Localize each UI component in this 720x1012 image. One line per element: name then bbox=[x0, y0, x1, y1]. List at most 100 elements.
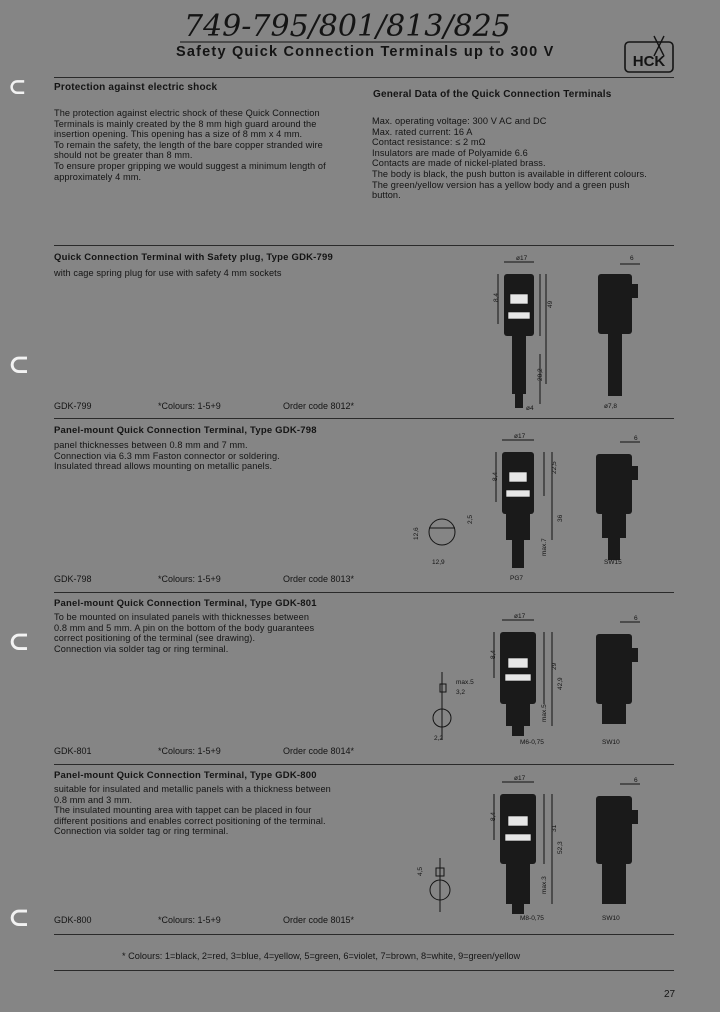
text-line: The protection against electric shock of… bbox=[54, 108, 320, 118]
text-line: Contacts are made of nickel-plated brass… bbox=[372, 158, 546, 169]
text-line: Connection via 6.3 mm Faston connector o… bbox=[54, 450, 280, 461]
dimension-label: 31 bbox=[551, 824, 558, 832]
colour-legend-footnote: * Colours: 1=black, 2=red, 3=blue, 4=yel… bbox=[122, 951, 521, 961]
order-code: Order code 8013* bbox=[283, 574, 355, 584]
dimension-label: 12,9 bbox=[432, 559, 445, 566]
colour-note: *Colours: 1-5+9 bbox=[158, 401, 221, 411]
dimension-label: 22,5 bbox=[551, 461, 558, 474]
text-line: button. bbox=[372, 190, 401, 201]
gdk-799-side-drawing: 6 ø7,8 bbox=[598, 255, 640, 410]
dimension-label: SW15 bbox=[604, 559, 622, 566]
text-line: Connection via solder tag or ring termin… bbox=[54, 826, 229, 837]
order-code: Order code 8015* bbox=[283, 915, 355, 925]
dimension-label: PG7 bbox=[510, 575, 523, 582]
text-line: The body is black, the push button is av… bbox=[372, 168, 647, 179]
divider bbox=[54, 245, 674, 246]
text-line: The insulated mounting area with tappet … bbox=[54, 805, 312, 816]
gdk-798-front-drawing: ø17 8,4 22,5 36 max.7 PG7 bbox=[492, 433, 564, 582]
dimension-label: 6 bbox=[634, 435, 638, 442]
text-line: Max. operating voltage: 300 V AC and DC bbox=[372, 116, 547, 126]
dimension-label: SW10 bbox=[602, 739, 620, 746]
text-line: To ensure proper gripping we would sugge… bbox=[54, 160, 326, 171]
text-line: Insulators are made of Polyamide 6.6 bbox=[372, 147, 528, 158]
text-line: different positions and enables correct … bbox=[54, 815, 326, 826]
product-description: panel thicknesses between 0.8 mm and 7 m… bbox=[54, 440, 280, 472]
product-heading: Quick Connection Terminal with Safety pl… bbox=[54, 252, 333, 263]
dimension-label: max.3 bbox=[541, 876, 548, 894]
dimension-label: max.5 bbox=[541, 704, 548, 722]
dimension-label: 6 bbox=[634, 615, 638, 622]
margin-bracket-mark: ⊂ bbox=[8, 74, 27, 100]
general-data-heading: General Data of the Quick Connection Ter… bbox=[373, 89, 612, 100]
dimension-label: ø4 bbox=[526, 405, 534, 412]
dimension-label: 2,2 bbox=[434, 735, 443, 742]
dimension-label: 52,3 bbox=[557, 841, 564, 854]
text-line: correct positioning of the terminal (see… bbox=[54, 633, 256, 644]
text-line: with cage spring plug for use with safet… bbox=[54, 268, 282, 278]
handwritten-part-codes: 749-795/801/813/825 bbox=[180, 9, 510, 44]
text-line: suitable for insulated and metallic pane… bbox=[54, 784, 331, 794]
divider bbox=[54, 970, 674, 971]
hck-logo: HCK bbox=[622, 34, 676, 74]
shock-protection-text: The protection against electric shock of… bbox=[54, 108, 326, 182]
order-code: Order code 8014* bbox=[283, 746, 355, 756]
page-number: 27 bbox=[664, 989, 676, 1000]
text-line: To remain the safety, the length of the … bbox=[54, 139, 323, 150]
dimension-label: ø17 bbox=[516, 255, 528, 262]
dimension-label: ø7,8 bbox=[604, 403, 617, 410]
dimension-label: M8-0,75 bbox=[520, 915, 544, 922]
product-description: suitable for insulated and metallic pane… bbox=[54, 784, 331, 837]
divider bbox=[54, 77, 674, 78]
dimension-label: 36 bbox=[557, 514, 564, 522]
dimension-label: 20,2 bbox=[537, 368, 544, 381]
general-data-text: Max. operating voltage: 300 V AC and DC … bbox=[372, 116, 647, 201]
gdk-800-side-drawing: 6 SW10 bbox=[596, 777, 640, 922]
dimension-label: 6 bbox=[630, 255, 634, 262]
gdk-801-side-drawing: 6 SW10 bbox=[596, 615, 640, 746]
svg-text:HCK: HCK bbox=[633, 53, 666, 70]
model-code: GDK-801 bbox=[54, 746, 92, 756]
page-title: Safety Quick Connection Terminals up to … bbox=[176, 44, 555, 60]
margin-bracket-mark: ⊂ bbox=[8, 903, 30, 933]
shock-protection-heading: Protection against electric shock bbox=[54, 82, 218, 93]
divider bbox=[54, 764, 674, 765]
text-line: should not be greater than 8 mm. bbox=[54, 150, 193, 161]
text-line: 0.8 mm and 3 mm. bbox=[54, 794, 133, 805]
dimension-label: 8,4 bbox=[493, 293, 500, 302]
text-line: Max. rated current: 16 A bbox=[372, 126, 473, 137]
text-line: The green/yellow version has a yellow bo… bbox=[372, 179, 630, 190]
dimension-label: M6-0,75 bbox=[520, 739, 544, 746]
colour-note: *Colours: 1-5+9 bbox=[158, 746, 221, 756]
divider bbox=[54, 934, 674, 935]
text-line: Terminals is mainly created by the 8 mm … bbox=[54, 118, 317, 129]
gdk-801-cutout-drawing: max.5 3,2 2,2 bbox=[432, 672, 474, 742]
product-heading: Panel-mount Quick Connection Terminal, T… bbox=[54, 598, 317, 609]
text-line: 0.8 mm and 5 mm. A pin on the bottom of … bbox=[54, 622, 315, 633]
text-line: Contact resistance: ≤ 2 mΩ bbox=[372, 137, 486, 148]
product-description: To be mounted on insulated panels with t… bbox=[54, 612, 314, 654]
dimension-label: max.7 bbox=[541, 538, 548, 556]
model-code: GDK-798 bbox=[54, 574, 92, 584]
gdk-801-front-drawing: ø17 8,4 29 42,9 max.5 M6-0,75 bbox=[490, 613, 564, 746]
dimension-label: 8,4 bbox=[490, 650, 497, 659]
order-code: Order code 8012* bbox=[283, 401, 355, 411]
text-line: Connection via solder tag or ring termin… bbox=[54, 643, 229, 654]
text-line: panel thicknesses between 0.8 mm and 7 m… bbox=[54, 440, 248, 450]
dimension-label: 49 bbox=[547, 300, 554, 308]
dimension-label: 8,4 bbox=[492, 472, 499, 481]
dimension-label: ø17 bbox=[514, 775, 526, 782]
dimension-label: ø17 bbox=[514, 613, 526, 620]
colour-note: *Colours: 1-5+9 bbox=[158, 574, 221, 584]
model-code: GDK-800 bbox=[54, 915, 92, 925]
gdk-800-cutout-drawing: 4,5 bbox=[417, 858, 451, 912]
dimension-label: 29 bbox=[551, 662, 558, 670]
dimension-label: 6 bbox=[634, 777, 638, 784]
colour-note: *Colours: 1-5+9 bbox=[158, 915, 221, 925]
dimension-label: 8,4 bbox=[490, 812, 497, 821]
dimension-label: 4,5 bbox=[417, 867, 424, 876]
margin-bracket-mark: ⊂ bbox=[8, 627, 30, 657]
svg-text:749-795/801/813/825: 749-795/801/813/825 bbox=[184, 9, 510, 44]
product-heading: Panel-mount Quick Connection Terminal, T… bbox=[54, 425, 317, 436]
gdk-800-front-drawing: ø17 8,4 31 52,3 max.3 M8-0,75 bbox=[490, 775, 564, 922]
dimension-label: 42,9 bbox=[557, 677, 564, 690]
